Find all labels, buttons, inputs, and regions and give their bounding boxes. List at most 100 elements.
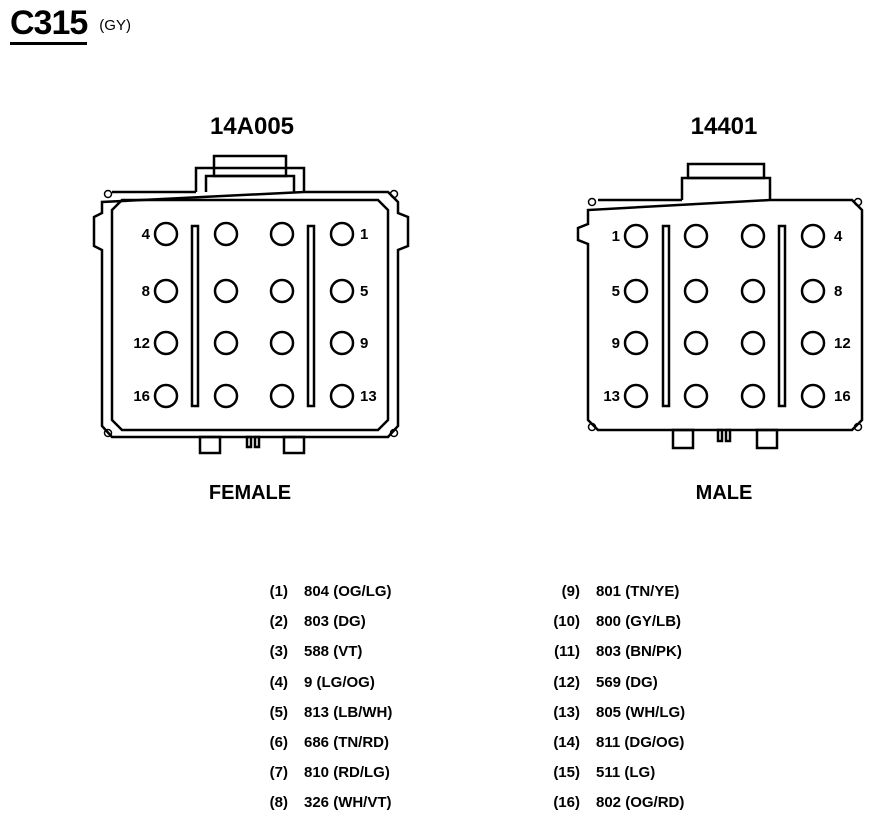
male-cavity: [683, 223, 709, 249]
male-separator-bars: [661, 224, 787, 408]
pinout-circuit: 801 (TN/YE): [596, 583, 680, 600]
pinout-row: (13) 805 (WH/LG): [535, 703, 685, 733]
pinout-pin: (6): [269, 733, 288, 751]
pinout-row: (10)800 (GY/LB): [535, 612, 685, 642]
female-cavity: [269, 221, 295, 247]
male-cavity: [683, 383, 709, 409]
pinout-pin: (7): [269, 764, 288, 782]
pinout-row: (3)588 (VT): [250, 642, 392, 672]
pinout-row: (4) 9 (LG/OG): [250, 673, 392, 703]
connector-id: C315: [10, 4, 88, 45]
female-cavity: [269, 330, 295, 356]
male-latch: [680, 162, 772, 200]
male-pin-numbers: 1 4 5 8 9 12 13 16: [603, 228, 850, 405]
female-pin-number: 1: [360, 226, 368, 243]
pinout-pin: (3): [269, 643, 288, 661]
male-cavity: [740, 223, 766, 249]
female-separator-bars: [190, 224, 316, 408]
pinout-circuit: 802 (OG/RD): [596, 794, 685, 812]
female-corner-marks: [103, 189, 399, 438]
connector-header: C315 (GY): [10, 4, 131, 45]
male-pin-number: 1: [612, 228, 620, 245]
pinout-row: (9) 801 (TN/YE): [535, 582, 685, 612]
female-cavity: [329, 278, 355, 304]
pinout-row: (1) 804 (OG/LG): [250, 582, 392, 612]
male-pin-number: 13: [603, 388, 620, 405]
male-cavity: [683, 278, 709, 304]
pinout-circuit: 569 (DG): [596, 673, 658, 691]
female-pin-number: 4: [142, 226, 151, 243]
female-cavity: [329, 221, 355, 247]
male-cavity: [740, 330, 766, 356]
pinout-row: (6) 686 (TN/RD): [250, 733, 392, 763]
pinout-circuit: 813 (LB/WH): [304, 703, 393, 721]
pinout-row: (5) 813 (LB/WH): [250, 703, 393, 733]
connector-diagram: 14A005: [92, 113, 864, 504]
female-cavity: [153, 221, 179, 247]
female-cavity: [269, 383, 295, 409]
male-corner-marks: [587, 197, 863, 432]
pinout-pin: (11): [554, 643, 580, 661]
female-housing-inner: [110, 198, 390, 432]
female-label: FEMALE: [209, 482, 291, 504]
male-pin-number: 5: [612, 283, 620, 300]
female-pin-number: 9: [360, 335, 368, 352]
male-cavity: [623, 383, 649, 409]
pinout-circuit: 810 (RD/LG): [304, 764, 390, 782]
male-bottom-tabs: [671, 428, 779, 450]
female-cavity: [269, 278, 295, 304]
male-cavity: [623, 278, 649, 304]
female-pin-number: 16: [133, 388, 150, 405]
female-cavity: [153, 383, 179, 409]
pinout-row: (15) 511 (LG): [535, 763, 685, 793]
pinout-row: (12)569 (DG): [535, 673, 685, 703]
pinout-circuit: 803 (BN/PK): [596, 643, 682, 661]
female-cavity: [153, 278, 179, 304]
female-pin-number: 13: [360, 388, 377, 405]
female-pin-number: 12: [133, 335, 150, 352]
pinout-circuit: 511 (LG): [596, 764, 656, 782]
female-pin-numbers: 4 1 8 5 12 9 16 13: [133, 226, 376, 405]
female-connector: 14A005: [92, 113, 410, 504]
pinout-pin: (9): [561, 583, 580, 600]
female-latch: [194, 154, 306, 192]
male-cavity: [683, 330, 709, 356]
male-pin-number: 8: [834, 283, 842, 300]
male-pin-cavities: [623, 223, 826, 409]
male-pin-number: 9: [612, 335, 620, 352]
pinout-pin: (13): [553, 703, 580, 721]
pinout-left-column: (1) 804 (OG/LG) (2)803 (DG) (3)588 (VT) (…: [250, 582, 393, 824]
pinout-pin: (16): [553, 794, 580, 812]
male-cavity: [800, 383, 826, 409]
female-housing-outer: [92, 190, 410, 439]
pinout-circuit: 9 (LG/OG): [304, 673, 375, 691]
male-cavity: [740, 383, 766, 409]
male-connector: 14401: [576, 113, 864, 504]
female-cavity: [213, 330, 239, 356]
pinout-circuit: 800 (GY/LB): [596, 613, 682, 631]
pinout-pin: (5): [269, 703, 288, 721]
pinout-circuit: 805 (WH/LG): [596, 703, 686, 721]
pinout-row: (2)803 (DG): [250, 612, 392, 642]
pinout-circuit: 811 (DG/OG): [596, 733, 685, 751]
pinout-pin: (4): [269, 673, 288, 691]
pinout-circuit: 686 (TN/RD): [304, 733, 390, 751]
male-cavity: [800, 278, 826, 304]
male-cavity: [623, 223, 649, 249]
pinout-circuit: 326 (WH/VT): [304, 794, 392, 812]
pinout-row: (8) 326 (WH/VT): [250, 793, 392, 823]
pinout-circuit: 803 (DG): [304, 613, 366, 631]
female-cavity: [213, 278, 239, 304]
male-cavity: [740, 278, 766, 304]
pinout-pin: (1): [269, 583, 288, 600]
pinout-pin: (14): [553, 733, 580, 751]
male-part-number: 14401: [691, 113, 758, 140]
pinout-right-column: (9) 801 (TN/YE) (10)800 (GY/LB) (11) 803 (…: [535, 582, 685, 824]
pinout-pin: (15): [553, 764, 580, 782]
pinout-row: (7) 810 (RD/LG): [250, 763, 392, 793]
pinout-row: (16) 802 (OG/RD): [535, 793, 685, 823]
female-cavity: [213, 383, 239, 409]
pinout-circuit: 804 (OG/LG): [304, 583, 392, 600]
pinout-pin: (8): [269, 794, 288, 812]
female-part-number: 14A005: [210, 113, 294, 140]
